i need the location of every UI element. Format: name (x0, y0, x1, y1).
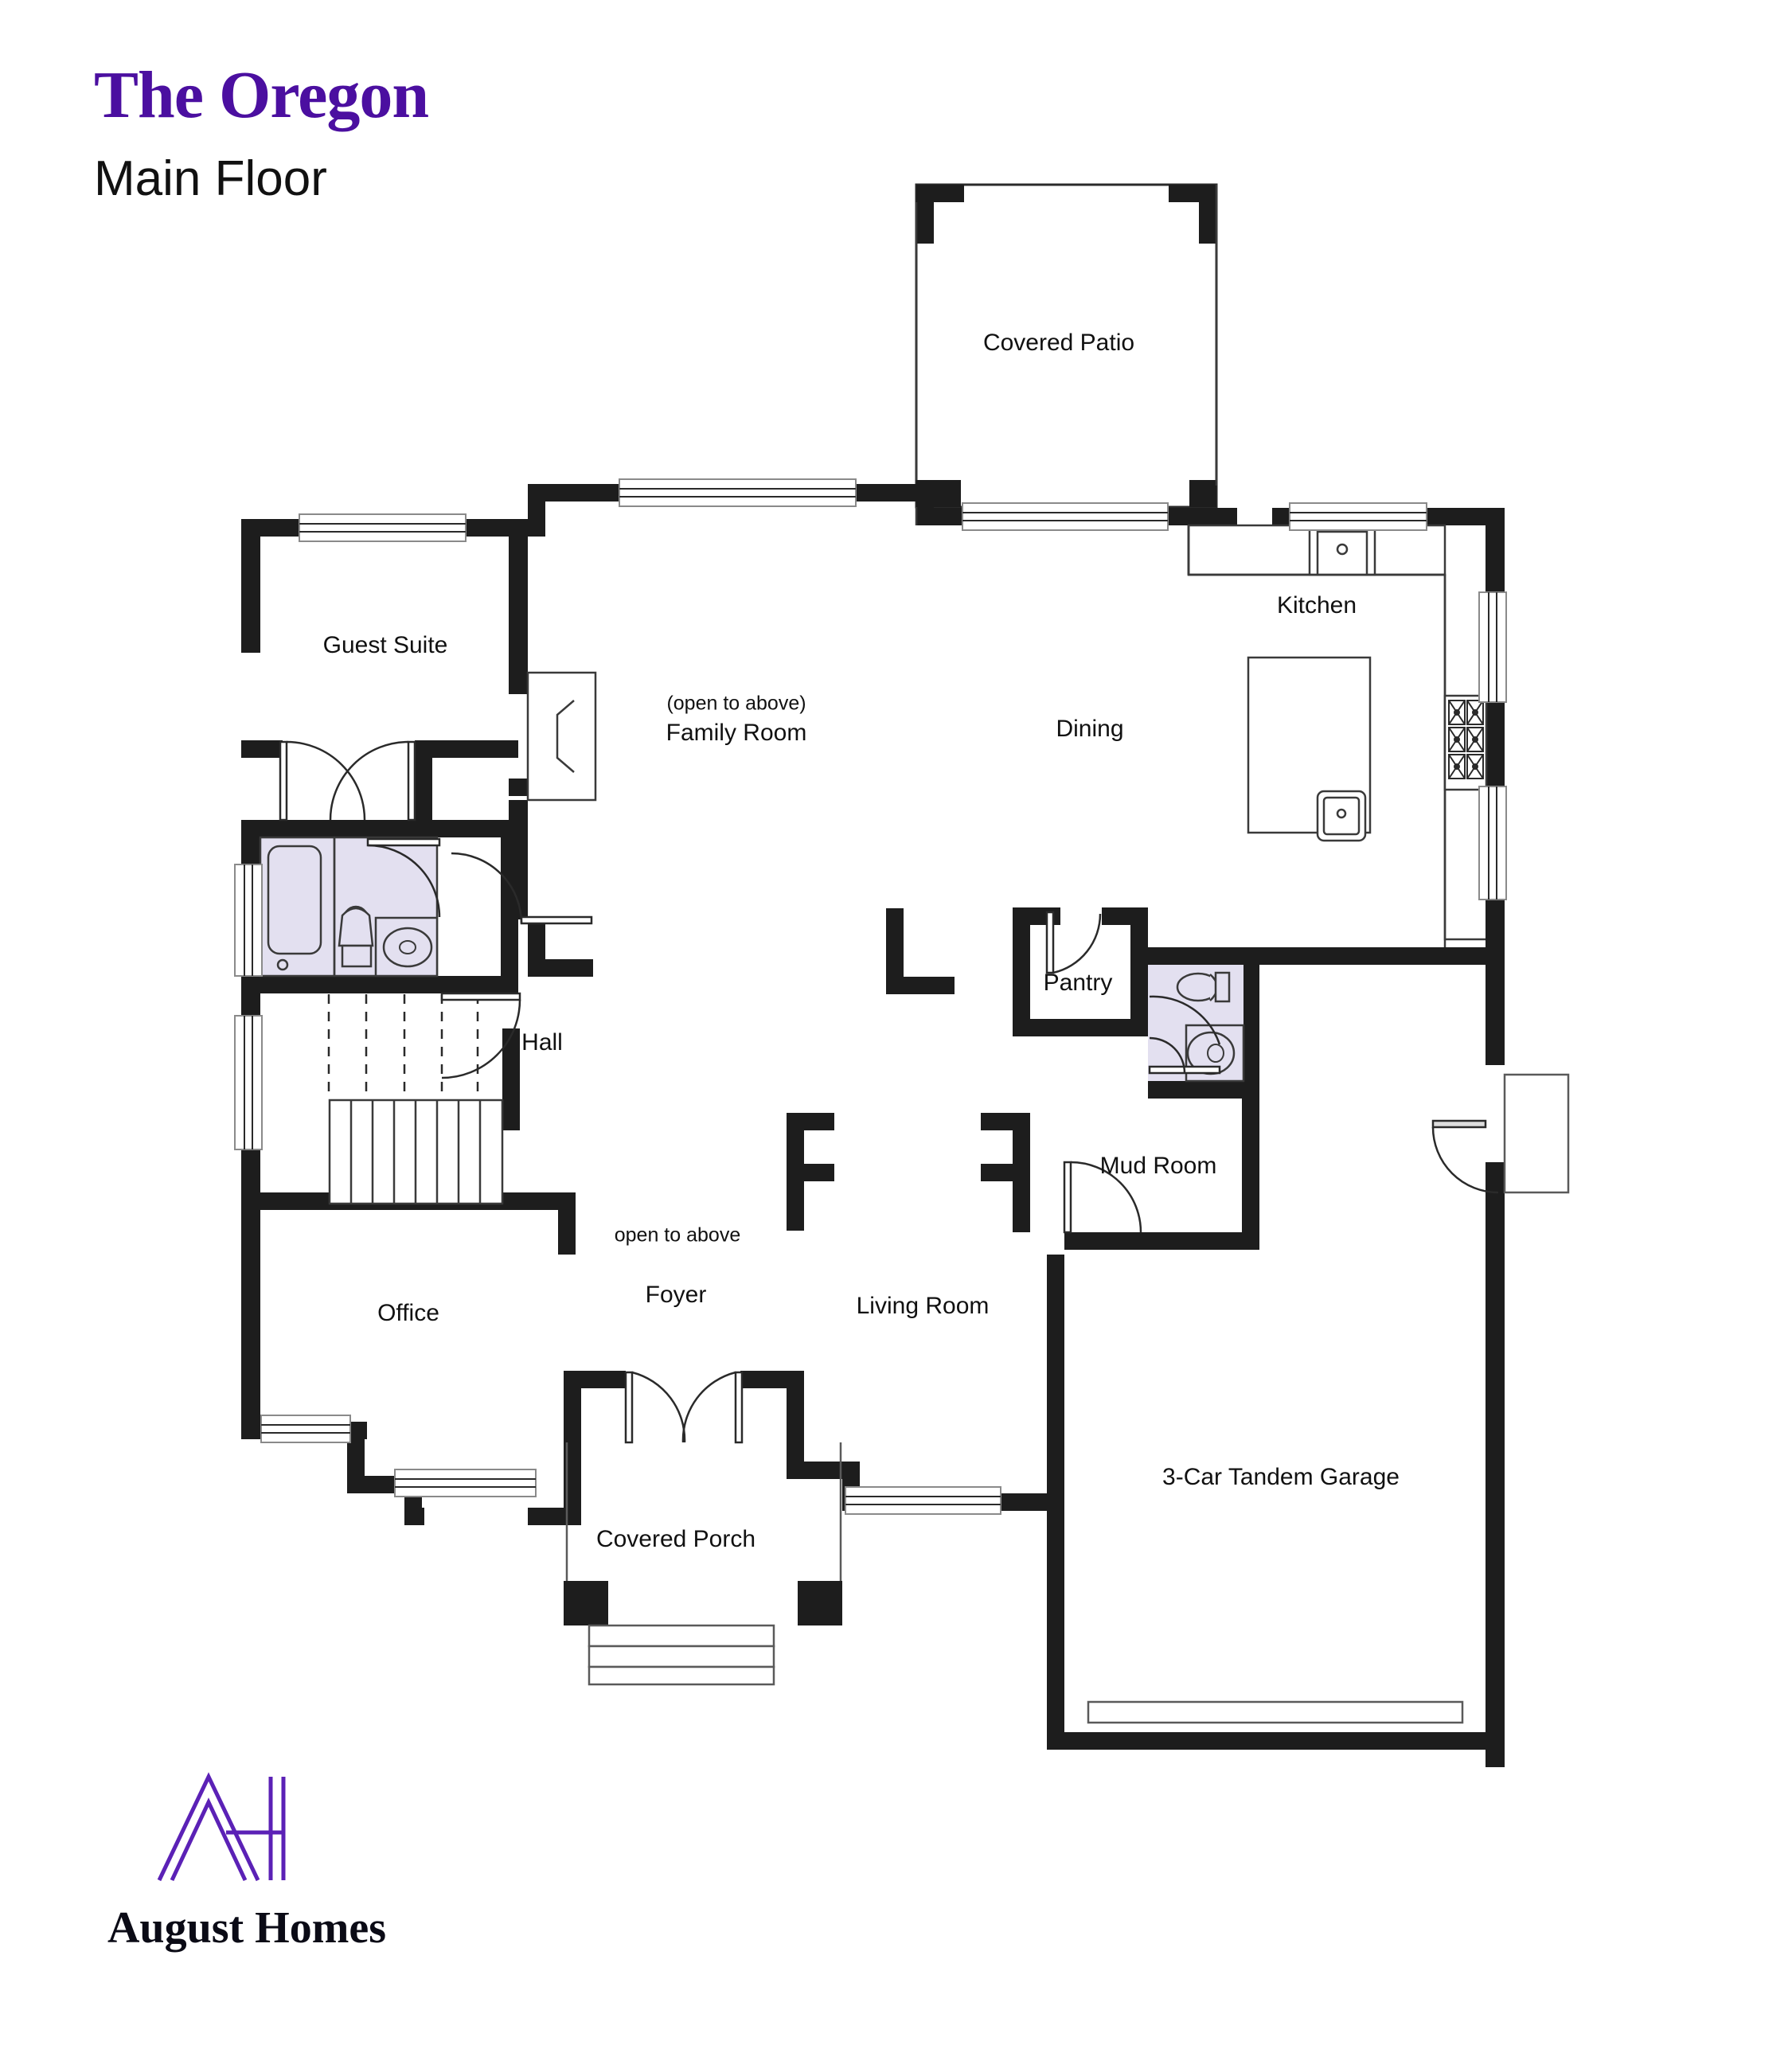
label-family-room-note: (open to above) (666, 693, 806, 715)
label-mud-room: Mud Room (1100, 1153, 1217, 1179)
powder-toilet-icon (1176, 971, 1231, 1003)
staircase-icon (327, 994, 504, 1205)
label-foyer: Foyer (646, 1282, 707, 1308)
fireplace-icon (526, 671, 597, 802)
bathtub-icon (259, 836, 336, 978)
label-guest-suite: Guest Suite (323, 632, 448, 658)
doors (279, 740, 1499, 1444)
label-garage: 3-Car Tandem Garage (1162, 1464, 1400, 1490)
door-guest-bath (366, 837, 441, 918)
title-block: The Oregon Main Floor (94, 58, 429, 206)
label-covered-patio: Covered Patio (983, 330, 1134, 356)
porch-steps (588, 1624, 775, 1686)
garage-door (1087, 1700, 1464, 1724)
label-foyer-note: open to above (615, 1224, 740, 1247)
door-guest-closet-left (279, 740, 366, 822)
toilet-icon (333, 836, 439, 978)
label-living-room: Living Room (857, 1293, 990, 1319)
door-front-entry-left (624, 1371, 686, 1444)
label-pantry: Pantry (1044, 970, 1113, 996)
door-hall-foyer (440, 992, 521, 1079)
label-dining: Dining (1056, 716, 1123, 742)
page-title: The Oregon (94, 58, 429, 132)
room-labels: Covered Patio Guest Suite (open to above… (323, 330, 1400, 1552)
door-hall (451, 852, 593, 925)
door-powder-room (1148, 995, 1221, 1075)
door-mud-room (1063, 1161, 1142, 1234)
door-pantry (1045, 911, 1102, 974)
brand-logo: August Homes (80, 1759, 414, 1950)
casework-outlines (1187, 524, 1486, 941)
island-sink (1316, 790, 1367, 842)
garage-stoop (1503, 1073, 1570, 1194)
porch-column-left (564, 1581, 608, 1625)
page-subtitle: Main Floor (94, 151, 327, 206)
label-kitchen: Kitchen (1277, 592, 1357, 619)
door-front-entry-right (681, 1371, 744, 1444)
windows (234, 478, 1507, 1515)
label-hall: Hall (521, 1029, 563, 1056)
august-homes-ah-monogram-icon (157, 1772, 286, 1882)
label-office: Office (377, 1300, 439, 1326)
label-covered-porch: Covered Porch (596, 1526, 755, 1552)
cooktop-6-burner-icon (1443, 694, 1488, 791)
covered-porch-outline (564, 1442, 842, 1686)
porch-column-right (798, 1581, 842, 1625)
vanity-sink-icon (374, 916, 439, 978)
kitchen-sink (1336, 543, 1349, 556)
door-garage-side (1431, 1119, 1499, 1194)
door-guest-closet-right (329, 740, 416, 822)
label-family-room: Family Room (666, 720, 807, 746)
brand-name: August Homes (107, 1903, 387, 1953)
